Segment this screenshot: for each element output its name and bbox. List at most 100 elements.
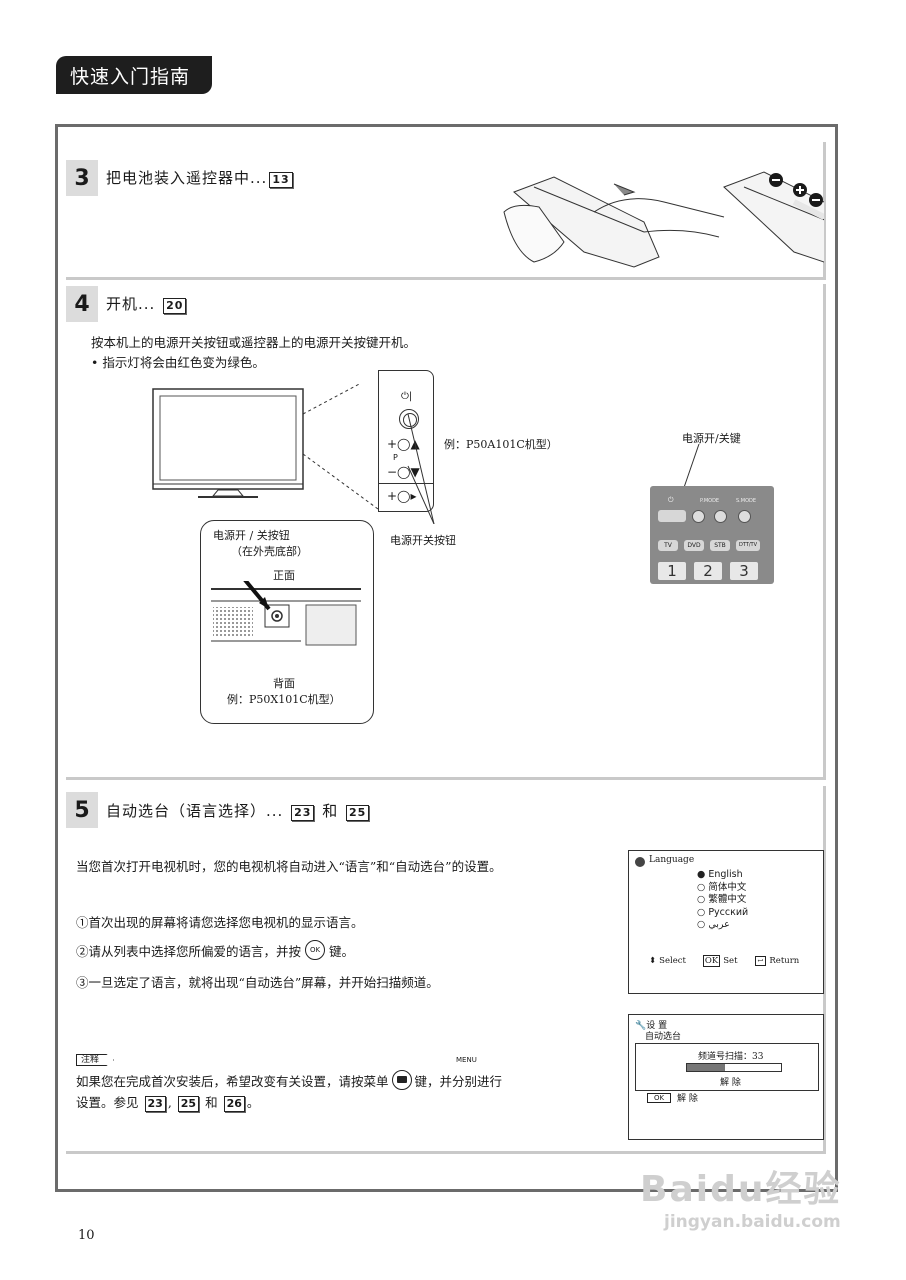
select-hint: Select xyxy=(659,956,686,966)
scan-progress-fill xyxy=(687,1064,725,1071)
language-screen-title: Language xyxy=(649,855,695,865)
page-ref[interactable]: 26 xyxy=(223,1096,245,1112)
power-button-caption: 电源开关按钮 xyxy=(390,534,456,547)
globe-icon xyxy=(635,857,645,867)
page-number: 10 xyxy=(78,1228,95,1243)
page-ref[interactable]: 25 xyxy=(345,805,370,821)
page-ref[interactable]: 23 xyxy=(144,1096,166,1112)
page-ref[interactable]: 23 xyxy=(291,805,315,821)
language-option[interactable]: ● English xyxy=(697,869,743,880)
remote-power-icon: ⏻ xyxy=(668,496,674,504)
scan-progress-bar xyxy=(686,1063,782,1072)
language-options: ● English ○ 简体中文 ○ 繁體中文 ○ Русский ○ عربي xyxy=(697,869,748,932)
smode-label: S.MODE xyxy=(736,498,757,504)
watermark-url: jingyan.baidu.com xyxy=(664,1212,841,1232)
bottom-button-callout: 电源开 / 关按钮 （在外壳底部） 正面 背面 例：P50X101C机型） xyxy=(200,520,374,724)
note-text: 如果您在完成首次安装后，希望改变有关设置，请按菜单 xyxy=(76,1073,389,1089)
note-line-2: 设置。参见 23, 25 和 26。 xyxy=(76,1092,259,1112)
separator: , xyxy=(167,1095,172,1110)
callout-model-caption: 例：P50X101C机型） xyxy=(227,693,341,706)
step-number: 4 xyxy=(66,286,98,322)
note-line2-text: 设置。参见 xyxy=(76,1095,139,1110)
smode-button[interactable] xyxy=(738,510,751,523)
note-text-tail: 键，并分别进行 xyxy=(414,1073,503,1089)
ok-key-icon: OK xyxy=(702,955,721,967)
tv-power-button[interactable] xyxy=(399,409,419,429)
item2-tail: 键。 xyxy=(329,943,355,959)
step-number: 5 xyxy=(66,792,98,828)
content-frame xyxy=(55,124,838,1192)
updown-arrow-icon: ⬍ xyxy=(649,956,657,966)
dtv-button[interactable]: DTT/TV xyxy=(736,540,760,551)
number-key-1[interactable]: 1 xyxy=(658,562,686,580)
baidu-watermark: Baidu经验 xyxy=(640,1160,841,1212)
remote-round-button[interactable] xyxy=(692,510,705,523)
auto-tuning-screen: 🔧设 置 自动选台 频道号扫描：33 解 除 OK 解 除 xyxy=(628,1014,824,1140)
pmode-button[interactable] xyxy=(714,510,727,523)
step-item-2: ②请从列表中选择您所偏爱的语言，并按 OK 键。 xyxy=(76,940,354,960)
ok-key-icon: OK xyxy=(647,1093,672,1103)
program-label: P xyxy=(393,453,398,462)
step-title-text: 自动选台（语言选择）... xyxy=(106,802,284,820)
step-title: 把电池装入遥控器中...13 xyxy=(106,167,295,188)
panel-model-caption: 例：P50A101C机型） xyxy=(444,438,558,451)
wrench-icon: 🔧 xyxy=(635,1021,647,1031)
indicator-note: • 指示灯将会由红色变为绿色。 xyxy=(91,355,265,370)
minus-symbol: −◯▼ xyxy=(387,465,420,479)
step-title-text: 把电池装入遥控器中... xyxy=(106,169,268,187)
tv-button[interactable]: TV xyxy=(658,540,678,551)
remote-power-button[interactable] xyxy=(658,510,686,522)
pointer-lines xyxy=(407,414,435,524)
page-ref[interactable]: 13 xyxy=(269,172,293,188)
watermark-brand: Baidu经验 xyxy=(640,1169,842,1210)
input-symbol: +◯▸ xyxy=(387,489,417,503)
tv-illustration xyxy=(152,384,379,510)
battery-insert-illustration xyxy=(503,171,824,268)
dvd-button[interactable]: DVD xyxy=(684,540,704,551)
language-screen: Language ● English ○ 简体中文 ○ 繁體中文 ○ Русск… xyxy=(628,850,824,994)
callout-title: 电源开 / 关按钮 xyxy=(213,529,290,542)
scan-box: 频道号扫描：33 解 除 xyxy=(635,1043,819,1091)
power-on-instruction: 按本机上的电源开关按钮或遥控器上的电源开关按键开机。 xyxy=(91,335,417,350)
step-item-1: ①首次出现的屏幕将请您选择您电视机的显示语言。 xyxy=(76,915,364,930)
bottom-button-illustration xyxy=(211,581,361,646)
return-hint: Return xyxy=(769,956,800,966)
scan-status: 频道号扫描：33 xyxy=(698,1052,764,1062)
step-item-3: ③一旦选定了语言，就将出现“自动选台”屏幕，并开始扫描频道。 xyxy=(76,975,439,990)
step-title: 开机... 20 xyxy=(106,293,188,314)
language-option[interactable]: ○ Русский xyxy=(697,906,749,918)
front-label: 正面 xyxy=(273,569,295,582)
step-4-section: 4 开机... 20 按本机上的电源开关按钮或遥控器上的电源开关按键开机。 • … xyxy=(66,284,826,780)
plus-symbol: +◯▲ xyxy=(387,437,420,451)
step-title-text: 开机... xyxy=(106,295,156,313)
and-text: 和 xyxy=(322,802,339,820)
number-key-3[interactable]: 3 xyxy=(730,562,758,580)
callout-subtitle: （在外壳底部） xyxy=(231,545,308,558)
note-label: 注释 xyxy=(76,1054,115,1066)
remote-control-photo: ⏻ P.MODE S.MODE TV DVD STB DTT/TV 1 2 3 xyxy=(650,486,774,584)
tv-side-panel: ⏻| +◯▲ P −◯▼ +◯▸ xyxy=(378,370,434,512)
menu-button-icon xyxy=(391,1070,412,1090)
step-title: 自动选台（语言选择）... 23 和 25 xyxy=(106,800,371,821)
note-line-1: 如果您在完成首次安装后，希望改变有关设置，请按菜单 键，并分别进行 xyxy=(76,1070,502,1090)
settings-title: 🔧设 置 xyxy=(635,1021,668,1031)
page-ref[interactable]: 20 xyxy=(163,298,187,314)
guide-title-tab: 快速入门指南 xyxy=(56,56,212,94)
cancel-hint: 解 除 xyxy=(677,1094,698,1104)
auto-setup-intro: 当您首次打开电视机时，您的电视机将自动进入“语言”和“自动选台”的设置。 xyxy=(76,859,502,874)
release-label: 解 除 xyxy=(720,1078,741,1088)
return-key-icon: ↩ xyxy=(754,956,767,966)
and-text: 和 xyxy=(205,1095,218,1110)
language-option[interactable]: ○ 繁體中文 xyxy=(697,894,747,905)
item2-text: ②请从列表中选择您所偏爱的语言，并按 xyxy=(76,943,302,959)
auto-tuning-subtitle: 自动选台 xyxy=(645,1032,682,1042)
page-ref[interactable]: 25 xyxy=(177,1096,200,1112)
set-hint: Set xyxy=(723,956,738,966)
step-3-section: 3 把电池装入遥控器中...13 xyxy=(66,142,826,280)
stb-button[interactable]: STB xyxy=(710,540,730,551)
number-key-2[interactable]: 2 xyxy=(694,562,722,580)
pmode-label: P.MODE xyxy=(700,498,720,504)
language-option[interactable]: ○ 简体中文 xyxy=(697,881,747,893)
language-option[interactable]: ○ عربي xyxy=(697,919,730,930)
back-label: 背面 xyxy=(273,677,295,690)
